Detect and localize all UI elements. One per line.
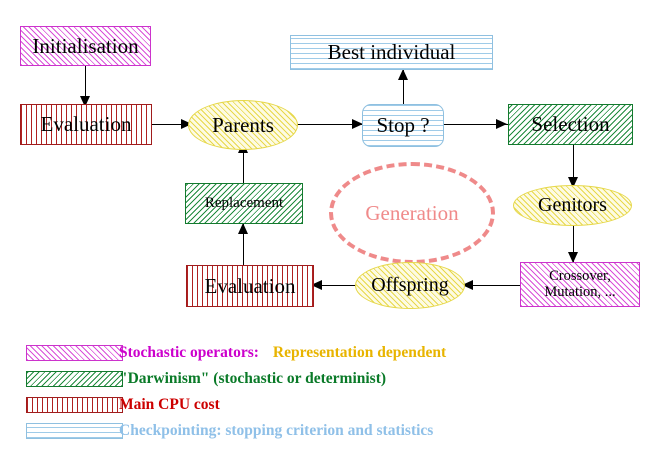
legend-row-darwinism: "Darwinism" (stochastic or determinist) [0,366,662,392]
node-replacement-label: Replacement [204,195,284,212]
legend-swatch-horizontal-blue [26,423,123,439]
legend-text-primary-1: "Darwinism" (stochastic or determinist) [119,370,387,387]
legend-text-secondary-0: Representation dependent [272,344,447,361]
node-genitors-label: Genitors [538,193,607,216]
edge-crossover-offspring [462,285,520,287]
legend-swatch-diagonal-green [26,371,123,387]
node-replacement[interactable]: Replacement [185,183,303,224]
legend-label-main-cpu-cost: Main CPU cost [119,396,220,414]
arrowhead-selection-genitors [568,177,578,188]
arrowhead-stop-best [398,69,408,80]
edge-evaluation-replacement [243,224,245,266]
legend-label-checkpointing: Checkpointing: stopping criterion and st… [119,422,433,440]
edge-selection-genitors [573,144,575,186]
node-best-individual[interactable]: Best individual [290,35,493,70]
legend: Stochastic operators: Representation depe… [0,340,662,444]
arrowhead-parents-stop [352,119,363,129]
node-generation-label: Generation [365,200,459,225]
node-best-individual-label: Best individual [327,40,456,65]
arrowhead-evaluation-replacement [238,223,248,234]
node-crossover-mutation-line2: Mutation, ... [544,283,616,300]
legend-row-stochastic-operators: Stochastic operators: Representation depe… [0,340,662,366]
node-generation-boundary: Generation [329,162,495,264]
node-parents-label: Parents [212,112,274,137]
edge-genitors-crossover [573,225,575,263]
legend-text-primary-3: Checkpointing: stopping criterion and st… [119,422,434,439]
legend-swatch-vertical-red [26,397,123,413]
edge-parents-stop [297,124,365,126]
arrowhead-genitors-crossover [568,252,578,263]
edge-initialisation-evaluation [85,65,87,105]
arrowhead-evaluation-parents [181,119,192,129]
edge-stop-best [403,70,405,108]
node-evaluation-bottom[interactable]: Evaluation [186,265,314,307]
arrowhead-offspring-evaluation [311,280,322,290]
node-crossover-mutation[interactable]: Crossover, Mutation, ... [520,262,640,307]
legend-text-primary-2: Main CPU cost [119,396,220,413]
legend-swatch-diagonal-magenta [26,345,123,361]
node-evaluation-bottom-label: Evaluation [204,273,296,298]
edge-evaluation-parents [152,124,194,126]
edge-stop-selection [443,124,509,126]
node-parents[interactable]: Parents [188,100,298,150]
node-genitors[interactable]: Genitors [513,185,632,226]
node-stop[interactable]: Stop ? [362,104,444,147]
node-offspring[interactable]: Offspring [355,262,465,309]
node-evaluation-top-label: Evaluation [40,112,132,137]
legend-text-primary-0: Stochastic operators: [119,344,259,361]
node-selection-label: Selection [531,112,610,137]
legend-label-stochastic-operators: Stochastic operators: Representation depe… [119,344,446,362]
legend-row-main-cpu-cost: Main CPU cost [0,392,662,418]
arrowhead-initialisation-evaluation [80,96,90,107]
edge-replacement-parents [243,143,245,185]
node-selection[interactable]: Selection [508,104,633,145]
node-offspring-label: Offspring [371,273,449,296]
node-initialisation-label: Initialisation [32,33,139,58]
legend-row-checkpointing: Checkpointing: stopping criterion and st… [0,418,662,444]
legend-label-darwinism: "Darwinism" (stochastic or determinist) [119,370,386,388]
node-stop-label: Stop ? [376,113,430,138]
node-crossover-mutation-line1: Crossover, [549,267,611,284]
arrowhead-stop-selection [496,119,507,129]
arrowhead-crossover-offspring [462,280,473,290]
node-evaluation-top[interactable]: Evaluation [20,104,152,145]
edge-offspring-evaluation [311,285,359,287]
node-initialisation[interactable]: Initialisation [20,26,151,66]
